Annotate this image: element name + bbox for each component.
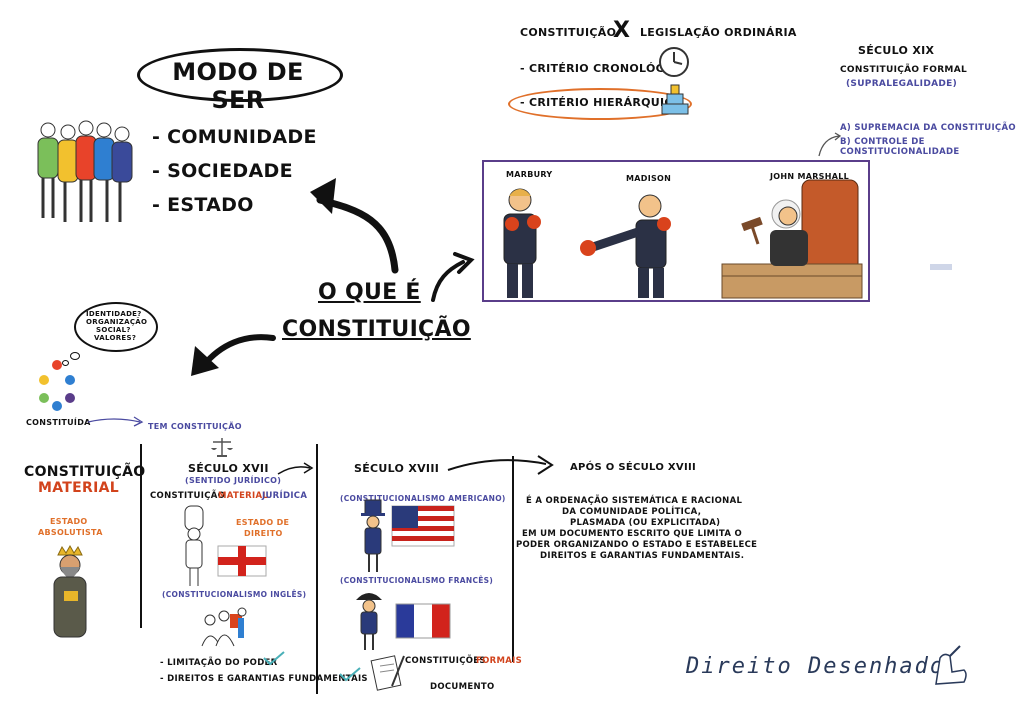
seculo-xvii-note: (SENTIDO JURÍDICO) xyxy=(185,476,282,485)
check-icon-1 xyxy=(263,651,285,666)
usa-flag-icon xyxy=(391,505,455,547)
seculo-xix-subtitle: CONSTITUIÇÃO FORMAL xyxy=(840,65,967,75)
absolutista-label: ABSOLUTISTA xyxy=(38,528,103,537)
panel-watermark xyxy=(930,264,952,270)
constituicao-label: CONSTITUIÇÃO xyxy=(520,26,617,39)
arrow-to-modo-de-ser xyxy=(310,178,399,274)
divider-3 xyxy=(512,456,514,662)
marshall-figure xyxy=(721,179,863,299)
seculo-xvii-title: SÉCULO XVII xyxy=(188,462,269,475)
france-flag-icon xyxy=(395,603,451,639)
seculo-xix-title: SÉCULO XIX xyxy=(858,44,935,57)
arrow-xviii-to-apos xyxy=(447,455,554,475)
thought-line-2: ORGANIZAÇÃO xyxy=(86,318,148,326)
crowd-illustration xyxy=(37,120,133,222)
versus-x: X xyxy=(613,18,631,43)
madison-label: MADISON xyxy=(626,174,672,183)
documento-label: DOCUMENTO xyxy=(430,682,495,692)
material-juridica-2: MATERIAL xyxy=(218,491,269,501)
check-icon-2 xyxy=(339,667,361,682)
controle-point: B) CONTROLE DE CONSTITUCIONALIDADE xyxy=(840,137,960,157)
arrow-to-constituida xyxy=(191,334,276,376)
hierarchy-pyramid-icon xyxy=(661,84,689,115)
definition-line-5: PODER ORGANIZANDO O ESTADO E ESTABELECE xyxy=(516,540,758,550)
seculo-xviii-title: SÉCULO XVIII xyxy=(354,462,440,475)
king-figure xyxy=(53,544,87,638)
clock-icon xyxy=(659,47,689,77)
definition-line-3: PLASMADA (OU EXPLICITADA) xyxy=(570,518,721,528)
marbury-label: MARBURY xyxy=(506,170,553,179)
constituicao-material-line2: MATERIAL xyxy=(38,480,119,496)
uncle-sam-figure xyxy=(361,499,385,572)
estado-de-label: ESTADO DE xyxy=(236,518,290,527)
curved-arrow-xix xyxy=(818,132,842,157)
constitucionalismo-americano: (CONSTITUCIONALISMO AMERICANO) xyxy=(340,494,506,503)
criterio-hierarquico: - CRITÉRIO HIERÁRQUICO xyxy=(520,96,683,109)
modo-de-ser-oval xyxy=(137,48,343,102)
direito-label: DIREITO xyxy=(244,529,283,538)
criterio-cronologico: - CRITÉRIO CRONOLÓGICO xyxy=(520,62,688,75)
napoleon-figure xyxy=(356,593,382,650)
center-title-line2: CONSTITUIÇÃO xyxy=(282,317,471,342)
constitucionalismo-frances: (CONSTITUCIONALISMO FRANCÊS) xyxy=(340,576,494,585)
arrow-xvii-to-xviii xyxy=(277,462,314,475)
england-flag-icon xyxy=(217,545,267,577)
divider-1 xyxy=(140,444,142,628)
limitacao-poder: - LIMITAÇÃO DO PODER xyxy=(160,658,278,668)
modo-de-ser-item-estado: - ESTADO xyxy=(152,194,254,216)
apos-title: APÓS O SÉCULO XVIII xyxy=(570,462,697,473)
arrow-tem-constituicao xyxy=(87,416,144,427)
thought-dot-1 xyxy=(70,352,80,360)
estado-label: ESTADO xyxy=(50,517,88,526)
definition-line-6: DIREITOS E GARANTIAS FUNDAMENTAIS. xyxy=(540,551,745,561)
center-title-line1: O QUE É xyxy=(318,280,421,305)
hand-pen-icon xyxy=(935,645,967,685)
arrow-to-marbury xyxy=(431,252,475,302)
thought-bubble xyxy=(74,302,158,352)
marshall-label: JOHN MARSHALL xyxy=(770,172,850,181)
constituicao-material-line1: CONSTITUIÇÃO xyxy=(24,464,146,480)
constituida-label: CONSTITUÍDA xyxy=(26,418,91,427)
modo-de-ser-title: MODO DE SER xyxy=(172,58,304,114)
marbury-figure xyxy=(503,188,541,298)
constituicoes-formais-1: CONSTITUIÇÕES xyxy=(405,656,486,666)
seculo-xix-note: (SUPRALEGALIDADE) xyxy=(846,79,957,89)
constituicoes-formais-2: FORMAIS xyxy=(476,656,522,666)
definition-line-1: É A ORDENAÇÃO SISTEMÁTICA E RACIONAL xyxy=(526,496,743,506)
direitos-garantias: - DIREITOS E GARANTIAS FUNDAMENTAIS xyxy=(160,674,368,684)
legislacao-label: LEGISLAÇÃO ORDINÁRIA xyxy=(640,26,797,39)
people-meeting-icon xyxy=(201,607,247,647)
guard-figure xyxy=(184,505,204,586)
material-juridica-1: CONSTITUIÇÃO xyxy=(150,491,226,501)
scales-icon xyxy=(211,438,233,457)
small-group-illustration xyxy=(39,360,75,411)
madison-figure xyxy=(580,194,671,298)
criterio-hierarquico-oval xyxy=(508,88,692,120)
thought-line-4: VALORES? xyxy=(94,334,137,342)
modo-de-ser-item-sociedade: - SOCIEDADE xyxy=(152,160,293,182)
brand-logo-text: Direito Desenhado xyxy=(686,654,946,679)
thought-line-1: IDENTIDADE? xyxy=(86,310,142,318)
constitucionalismo-ingles: (CONSTITUCIONALISMO INGLÊS) xyxy=(162,590,307,599)
definition-line-2: DA COMUNIDADE POLÍTICA, xyxy=(562,507,702,517)
material-juridica-3: JURÍDICA xyxy=(262,491,308,501)
definition-line-4: EM UM DOCUMENTO ESCRITO QUE LIMITA O xyxy=(522,529,742,539)
thought-dot-2 xyxy=(62,360,69,366)
divider-2 xyxy=(316,444,318,694)
tem-constituicao-label: TEM CONSTITUIÇÃO xyxy=(148,422,242,431)
thought-line-3: SOCIAL? xyxy=(96,326,131,334)
supremacia-point: A) SUPREMACIA DA CONSTITUIÇÃO xyxy=(840,123,1016,133)
document-pen-icon xyxy=(370,655,405,691)
modo-de-ser-item-comunidade: - COMUNIDADE xyxy=(152,126,317,148)
